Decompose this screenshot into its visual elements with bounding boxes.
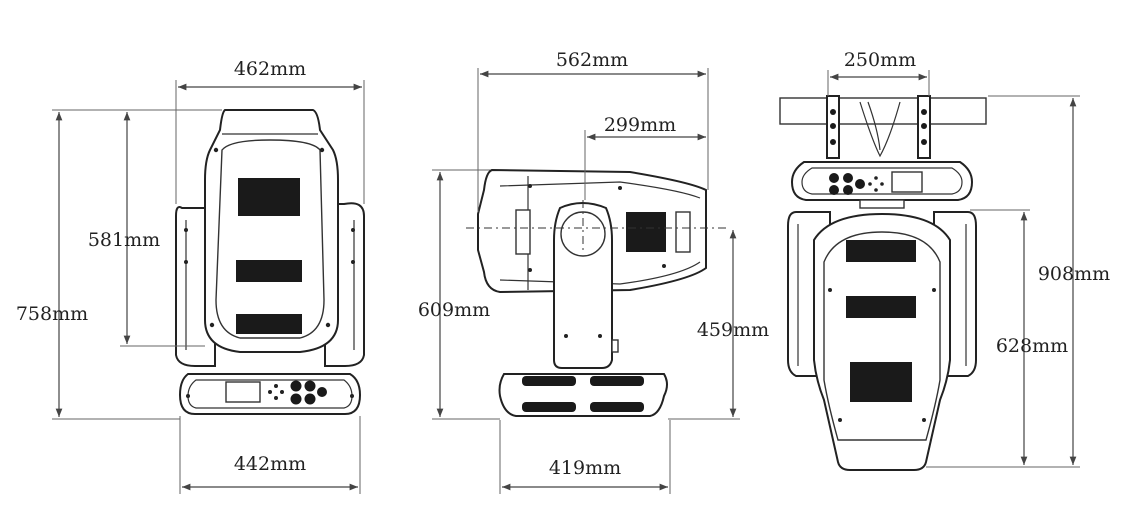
front-vent-top bbox=[238, 178, 300, 216]
rear-view: 250mm 908mm 628mm bbox=[779, 49, 1110, 471]
side-view: 562mm 299mm 609mm 459mm 419mm bbox=[418, 49, 769, 494]
front-base-width-label: 442mm bbox=[234, 453, 306, 475]
side-vent bbox=[626, 212, 666, 252]
front-total-height-label: 758mm bbox=[16, 303, 88, 325]
front-control-buttons bbox=[268, 380, 327, 405]
side-total-length-label: 562mm bbox=[556, 49, 628, 71]
side-total-height-label: 609mm bbox=[418, 299, 490, 321]
front-vent-mid bbox=[236, 260, 302, 282]
rear-truss-bar bbox=[779, 97, 987, 125]
rear-head-height-label: 628mm bbox=[996, 335, 1068, 357]
rear-total-height-label: 908mm bbox=[1038, 263, 1110, 285]
rear-vent-bottom bbox=[850, 362, 912, 402]
rear-clamp-spacing-label: 250mm bbox=[844, 49, 916, 71]
side-pivot-height-label: 459mm bbox=[697, 319, 769, 341]
rear-vent-top bbox=[846, 240, 916, 262]
front-view: 462mm 442mm 758mm 581mm bbox=[16, 58, 365, 494]
rear-safety-cable bbox=[859, 101, 901, 158]
rear-vent-mid bbox=[846, 296, 916, 318]
side-pivot-offset-label: 299mm bbox=[604, 114, 676, 136]
rear-display bbox=[891, 171, 923, 193]
front-head-height-label: 581mm bbox=[88, 229, 160, 251]
front-top-width-label: 462mm bbox=[234, 58, 306, 80]
side-base-length-label: 419mm bbox=[549, 457, 621, 479]
rear-control-buttons bbox=[829, 173, 884, 195]
front-display bbox=[225, 381, 261, 403]
front-vent-bottom bbox=[236, 314, 302, 334]
